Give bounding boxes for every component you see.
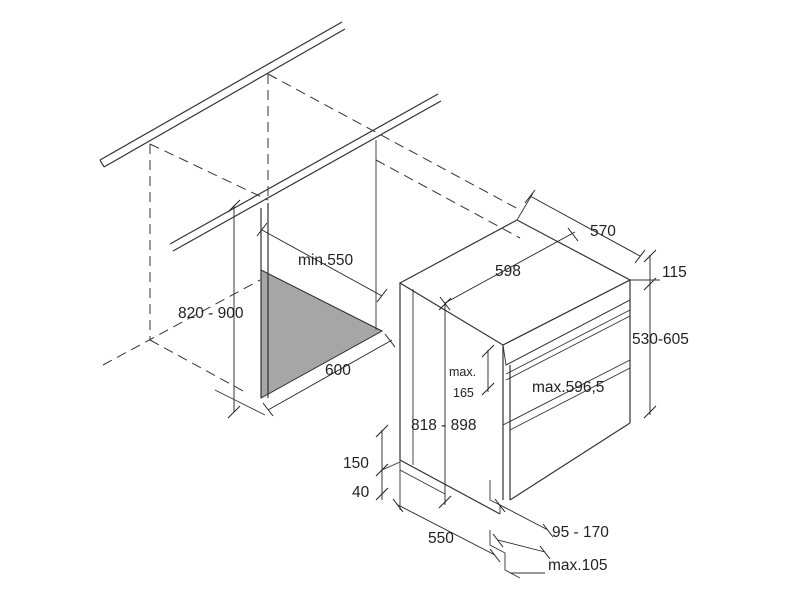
dishwasher-body [398,219,632,515]
label-40: 40 [352,484,370,501]
dimension-lines [214,189,660,579]
label-115: 115 [662,264,687,281]
label-820-900: 820 - 900 [178,305,244,322]
label-530-605: 530-605 [632,331,689,348]
label-max: max. [449,365,476,379]
niche-outline [102,73,521,393]
label-600: 600 [325,362,351,379]
label-598: 598 [495,263,521,280]
countertop [99,21,442,252]
niche-shaded-floor [260,208,384,399]
label-max-596-5: max.596,5 [532,379,604,396]
label-550: 550 [428,530,454,547]
label-570: 570 [590,223,616,240]
label-95-170: 95 - 170 [552,524,609,541]
label-min-550: min.550 [298,252,354,269]
dimension-labels: 570 598 115 530-605 min.550 820 - 900 60… [178,223,689,574]
label-165: 165 [453,386,474,400]
label-150: 150 [343,455,369,472]
niche-back [260,140,384,399]
label-818-898: 818 - 898 [411,417,477,434]
label-max-105: max.105 [548,557,607,574]
